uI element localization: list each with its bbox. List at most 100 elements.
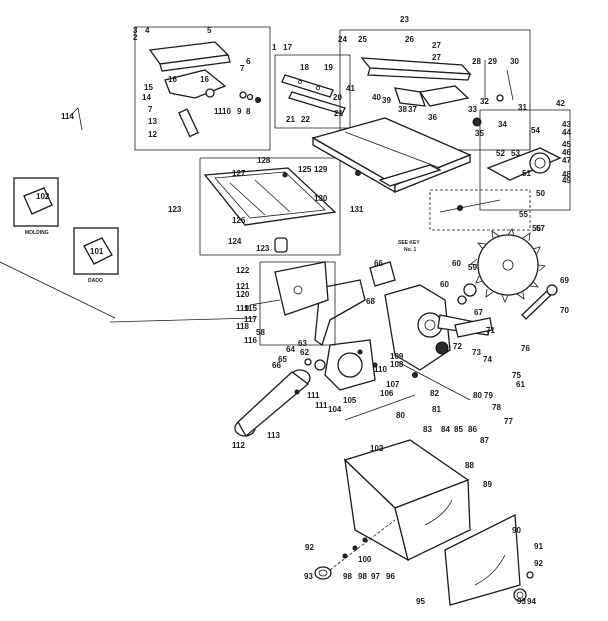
callout-45: 45 bbox=[562, 140, 571, 149]
callout-122: 122 bbox=[236, 266, 250, 275]
callout-31: 31 bbox=[518, 103, 527, 112]
callout-52: 52 bbox=[496, 149, 505, 158]
callout-123: 123 bbox=[256, 244, 270, 253]
callout-11: 11 bbox=[214, 107, 223, 116]
callout-5: 5 bbox=[207, 26, 212, 35]
callout-32: 32 bbox=[480, 97, 489, 106]
callout-13: 13 bbox=[148, 117, 157, 126]
callout-58: 58 bbox=[256, 328, 265, 337]
callout-55: 55 bbox=[519, 210, 528, 219]
callout-44: 44 bbox=[562, 128, 571, 137]
callout-65: 65 bbox=[278, 355, 287, 364]
callout-77: 77 bbox=[504, 417, 513, 426]
callout-47: 47 bbox=[562, 156, 571, 165]
callout-18: 18 bbox=[300, 63, 309, 72]
callout-38: 38 bbox=[398, 105, 407, 114]
callout-60: 60 bbox=[452, 259, 461, 268]
dado-label: DADO bbox=[88, 278, 103, 284]
callout-70: 70 bbox=[560, 306, 569, 315]
callout-113: 113 bbox=[267, 431, 280, 440]
callout-46: 46 bbox=[562, 148, 571, 157]
table-extension-group bbox=[199, 157, 341, 256]
miter-gauge-group bbox=[134, 26, 271, 151]
arbor-wrench bbox=[521, 284, 558, 320]
callout-80: 80 bbox=[396, 411, 405, 420]
callout-42: 42 bbox=[556, 99, 565, 108]
callout-111: 111 bbox=[315, 401, 328, 410]
callout-129: 129 bbox=[314, 165, 328, 174]
callout-72: 72 bbox=[453, 342, 462, 351]
callout-87: 87 bbox=[480, 436, 489, 445]
callout-116: 116 bbox=[244, 336, 257, 345]
callout-7: 7 bbox=[240, 64, 245, 73]
callout-56: 56 bbox=[532, 224, 541, 233]
callout-20: 20 bbox=[333, 93, 342, 102]
callout-68: 68 bbox=[366, 297, 375, 306]
callout-76: 76 bbox=[521, 344, 530, 353]
callout-92: 92 bbox=[305, 543, 314, 552]
callout-9: 9 bbox=[237, 107, 242, 116]
belt-drive bbox=[234, 358, 326, 437]
knob-left bbox=[314, 519, 396, 580]
molding-label: MOLDING bbox=[25, 230, 49, 236]
molding-inset: MOLDING bbox=[13, 177, 59, 236]
callout-67: 67 bbox=[474, 308, 483, 317]
callout-57: 57 bbox=[536, 224, 545, 233]
callout-102: 102 bbox=[36, 192, 50, 201]
callout-119: 119 bbox=[236, 304, 249, 313]
callout-48: 48 bbox=[562, 170, 571, 179]
callout-50: 50 bbox=[536, 189, 545, 198]
callout-28: 28 bbox=[472, 57, 481, 66]
callout-64: 64 bbox=[286, 345, 295, 354]
callout-101: 101 bbox=[90, 247, 104, 256]
callout-106: 106 bbox=[380, 389, 394, 398]
callout-59: 59 bbox=[468, 263, 477, 272]
callout-96: 96 bbox=[386, 572, 395, 581]
callout-108: 108 bbox=[390, 360, 404, 369]
callout-109: 109 bbox=[390, 352, 404, 361]
callout-3: 3 bbox=[133, 26, 138, 35]
callout-97: 97 bbox=[371, 572, 380, 581]
callout-1: 1 bbox=[272, 43, 277, 52]
callout-91: 91 bbox=[534, 542, 543, 551]
callout-61: 61 bbox=[516, 380, 525, 389]
callout-21: 21 bbox=[286, 115, 295, 124]
saw-cabinet bbox=[343, 439, 471, 562]
callout-130: 130 bbox=[314, 194, 328, 203]
callout-73: 73 bbox=[472, 348, 481, 357]
callout-27: 27 bbox=[432, 53, 441, 62]
callout-93: 93 bbox=[517, 597, 526, 606]
callout-81: 81 bbox=[432, 405, 441, 414]
see-key-label: SEE KEY bbox=[398, 240, 420, 246]
callout-128: 128 bbox=[257, 156, 271, 165]
callout-88: 88 bbox=[465, 461, 474, 470]
callout-39: 39 bbox=[382, 96, 391, 105]
callout-19: 19 bbox=[324, 63, 333, 72]
callout-100: 100 bbox=[358, 555, 372, 564]
callout-36: 36 bbox=[428, 113, 437, 122]
dado-inset: DADO bbox=[73, 227, 119, 284]
callout-23: 23 bbox=[400, 15, 409, 24]
callout-17: 17 bbox=[283, 43, 292, 52]
callout-49: 49 bbox=[562, 176, 571, 185]
fence-clamp-group bbox=[274, 54, 351, 129]
callout-117: 117 bbox=[244, 315, 257, 324]
callout-105: 105 bbox=[343, 396, 357, 405]
callout-66: 66 bbox=[272, 361, 281, 370]
callout-12: 12 bbox=[148, 130, 157, 139]
callout-107: 107 bbox=[386, 380, 400, 389]
callout-114: 114 bbox=[61, 112, 74, 121]
callout-89: 89 bbox=[483, 480, 492, 489]
callout-118: 118 bbox=[236, 322, 249, 331]
callout-41: 41 bbox=[346, 84, 355, 93]
callout-53: 53 bbox=[511, 149, 520, 158]
see-key-number: No. 1 bbox=[404, 247, 416, 253]
callout-7: 7 bbox=[148, 105, 153, 114]
callout-123: 123 bbox=[168, 205, 182, 214]
callout-51: 51 bbox=[522, 169, 531, 178]
callout-6: 6 bbox=[246, 57, 251, 66]
callout-54: 54 bbox=[531, 126, 540, 135]
plate-group bbox=[249, 261, 336, 346]
